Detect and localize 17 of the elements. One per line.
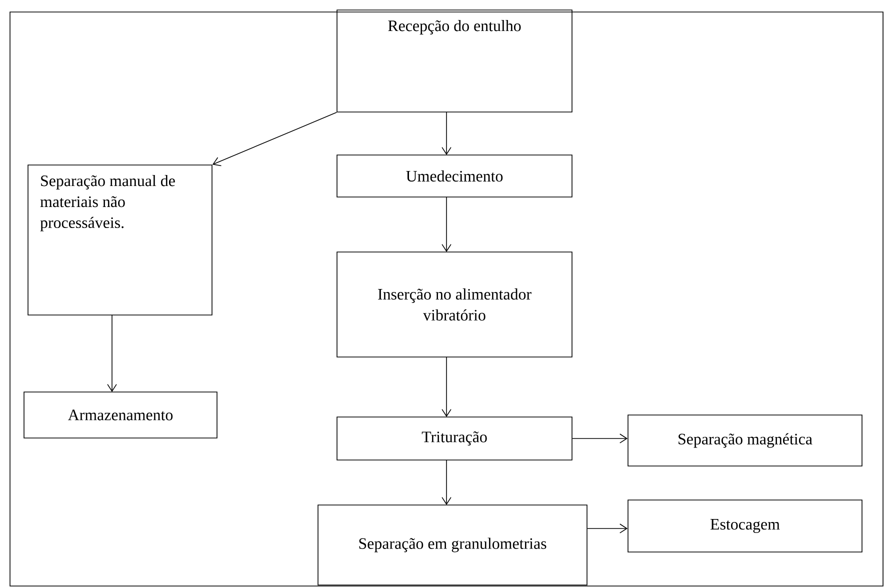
process-box: Separação magnética xyxy=(628,414,862,466)
process-box: Inserção no alimentador vibratório xyxy=(336,252,572,358)
process-box: Separação manual de materiais não processáveis. xyxy=(28,164,212,316)
process-box: Umedecimento xyxy=(336,154,572,198)
process-box: Trituração xyxy=(336,416,572,460)
arrow xyxy=(212,112,337,166)
process-box: Separação em granulometrias xyxy=(318,504,588,586)
process-box: Estocagem xyxy=(628,500,862,552)
arrow xyxy=(442,460,452,505)
arrow xyxy=(572,434,628,444)
arrow xyxy=(587,524,628,534)
arrow xyxy=(442,196,452,252)
arrow xyxy=(442,356,452,417)
arrow xyxy=(442,112,452,155)
process-box: Recepção do entulho xyxy=(336,10,572,112)
process-box: Armazenamento xyxy=(24,392,218,438)
arrow xyxy=(107,314,117,392)
